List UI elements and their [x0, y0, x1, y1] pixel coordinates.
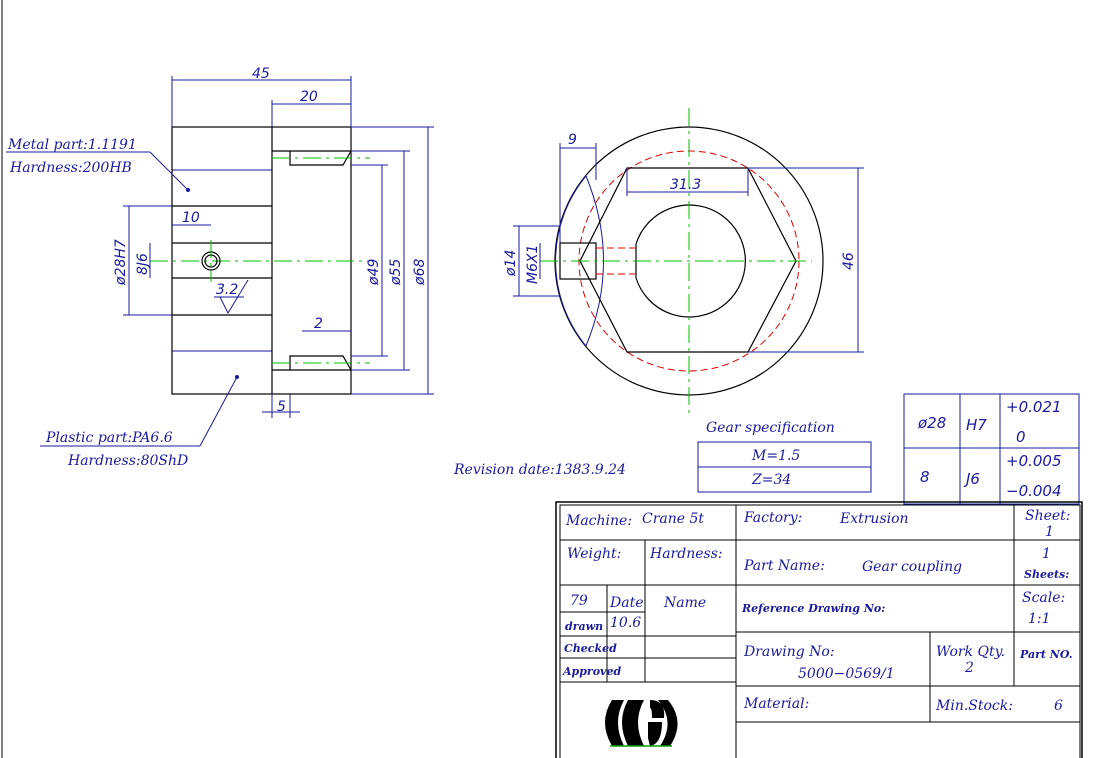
gear-module: M=1.5 [751, 448, 800, 464]
dim-2: 2 [314, 316, 323, 332]
dim-49: ø49 [366, 259, 382, 286]
tb-sheet-value: 1 [1045, 524, 1054, 540]
dim-28h7: ø28H7 [113, 239, 129, 286]
tb-sheets-label: Sheets: [1024, 568, 1069, 581]
tb-drawing-no-value: 5000−0569/1 [798, 666, 895, 682]
tb-weight-label: Weight: [567, 546, 621, 562]
end-view: 9 31.3 46 ø14 M6X1 [503, 108, 864, 414]
tb-drawn-label: drawn [565, 620, 603, 633]
tolerance-table: ø28 H7 +0.021 0 8 J6 +0.005 −0.004 [903, 393, 1080, 505]
tb-part-no-label: Part NO. [1019, 648, 1073, 661]
roughness-3-2: 3.2 [216, 282, 238, 298]
dim-55: ø55 [388, 259, 404, 286]
dim-8j6: 8J6 [135, 253, 151, 275]
gear-teeth: Z=34 [751, 472, 791, 488]
tb-approved-label: Approved [562, 665, 621, 678]
gear-spec-table: Gear specification M=1.5 Z=34 [697, 420, 872, 493]
tb-machine-label: Machine: [565, 513, 632, 529]
tb-min-stock-label: Min.Stock: [935, 698, 1013, 714]
keyed-bore [635, 204, 746, 318]
section-view: 45 20 10 ø49 ø55 ø68 ø28H7 8J6 3.2 2 [6, 66, 434, 469]
tol-row2-lower: −0.004 [1006, 482, 1062, 500]
tb-material-label: Material: [743, 696, 809, 712]
tb-name-label: Name [663, 595, 706, 611]
tb-scale-value: 1:1 [1028, 611, 1051, 627]
title-block: Machine: Crane 5t Factory: Extrusion She… [555, 501, 1083, 758]
hatch-metal-top-cross [171, 126, 273, 171]
tb-part-name-label: Part Name: [743, 558, 825, 574]
tol-row1-grade: H7 [966, 416, 987, 434]
dim-14: ø14 [503, 250, 519, 277]
section-segment [555, 175, 604, 347]
hatch-metal-bottom-single [171, 314, 273, 352]
tb-min-stock-value: 6 [1054, 698, 1063, 714]
hatch-metal-bottom-cross [171, 350, 273, 395]
tb-part-name-value: Gear coupling [862, 559, 962, 575]
dim-46: 46 [841, 252, 857, 270]
dim-20: 20 [300, 89, 318, 105]
tb-work-qty-label: Work Qty. [936, 644, 1005, 660]
tb-drawing-no-label: Drawing No: [743, 644, 835, 660]
dim-5: 5 [277, 399, 286, 415]
dim-10: 10 [182, 210, 200, 226]
tol-row2-upper: +0.005 [1006, 452, 1062, 470]
tb-machine-value: Crane 5t [642, 511, 704, 527]
tb-work-qty-value: 2 [964, 660, 974, 676]
dim-45: 45 [252, 66, 270, 82]
revision-date: Revision date:1383.9.24 [453, 462, 626, 478]
tb-factory-label: Factory: [743, 510, 802, 526]
hatch-metal-top-single [171, 169, 273, 207]
hatch-metal-bottom-right-cross [271, 369, 352, 395]
tb-factory-value: Extrusion [839, 511, 909, 527]
plastic-part-label: Plastic part:PA6.6 [45, 430, 173, 446]
tol-row2-grade: J6 [963, 470, 980, 488]
dim-31-3: 31.3 [670, 177, 701, 193]
tb-sheet-label: Sheet: [1025, 508, 1071, 524]
metal-hardness-label: Hardness:200HB [9, 160, 132, 176]
dim-68: ø68 [412, 259, 428, 286]
tb-date-label: Date [609, 595, 643, 611]
hexagon [579, 167, 797, 353]
plastic-hardness-label: Hardness:80ShD [67, 453, 188, 469]
tol-row1-lower: 0 [1016, 428, 1026, 446]
tb-ref-label: Reference Drawing No: [741, 602, 885, 615]
metal-part-label: Metal part:1.1191 [7, 137, 137, 153]
tb-drawn-date: 10.6 [610, 615, 641, 631]
tb-weight-value: 79 [570, 593, 588, 609]
tb-sheets-value: 1 [1042, 546, 1051, 562]
tb-hardness-label: Hardness: [649, 546, 723, 562]
tb-scale-label: Scale: [1022, 590, 1065, 606]
tb-checked-label: Checked [564, 642, 617, 655]
tol-row2-size: 8 [920, 468, 930, 486]
hatch-metal-top-right-cross [271, 126, 352, 152]
company-logo [605, 700, 678, 747]
tol-row1-upper: +0.021 [1006, 398, 1062, 416]
dim-9: 9 [568, 132, 577, 148]
gear-spec-title: Gear specification [706, 420, 835, 436]
tol-row1-size: ø28 [917, 414, 946, 432]
dim-m6x1: M6X1 [525, 245, 541, 284]
